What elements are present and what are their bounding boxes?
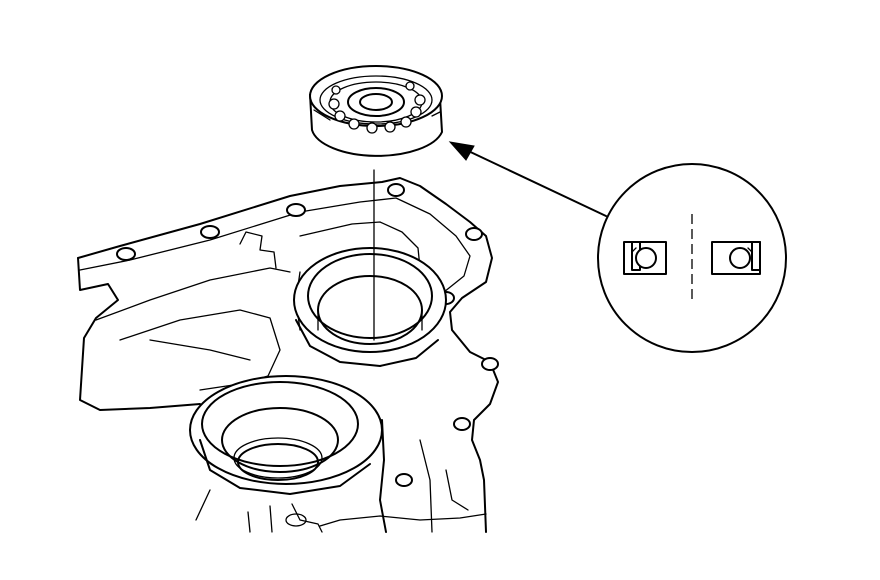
- lower-bearing-bore: [189, 375, 383, 495]
- case-right-side-inner: [419, 439, 469, 533]
- bolt-hole-4: [387, 183, 405, 197]
- transmission-case: [77, 177, 499, 533]
- bearing-orientation-detail: [597, 163, 787, 353]
- bolt-hole-7: [481, 357, 499, 371]
- bolt-hole-5: [465, 227, 483, 241]
- bolt-hole-3: [116, 247, 136, 261]
- detail-circle: [597, 163, 787, 353]
- bolt-hole-1: [286, 203, 306, 217]
- bearing-inner-race: [347, 87, 405, 117]
- case-step-notch: [239, 231, 277, 269]
- case-bottom-hole: [285, 513, 307, 527]
- bolt-hole-8: [453, 417, 471, 431]
- case-left-rib: [95, 267, 291, 321]
- bearing-balls: [328, 81, 426, 134]
- case-left-face: [77, 257, 201, 411]
- case-flange-inner: [79, 197, 471, 307]
- bolt-hole-9: [395, 473, 413, 487]
- case-channel: [299, 221, 421, 269]
- left-seal-cross-section: [623, 241, 667, 275]
- case-bottom-features: [195, 489, 323, 533]
- right-seal-cross-section: [711, 241, 761, 275]
- case-rib-3: [149, 339, 251, 361]
- bearing-bore: [359, 93, 393, 111]
- ball-bearing: [309, 65, 443, 157]
- detail-pointer-arrow: [448, 141, 607, 217]
- case-outer-flange: [77, 177, 499, 533]
- case-bottom-edge: [319, 513, 487, 527]
- upper-bearing-bore: [293, 247, 447, 367]
- bolt-hole-2: [200, 225, 220, 239]
